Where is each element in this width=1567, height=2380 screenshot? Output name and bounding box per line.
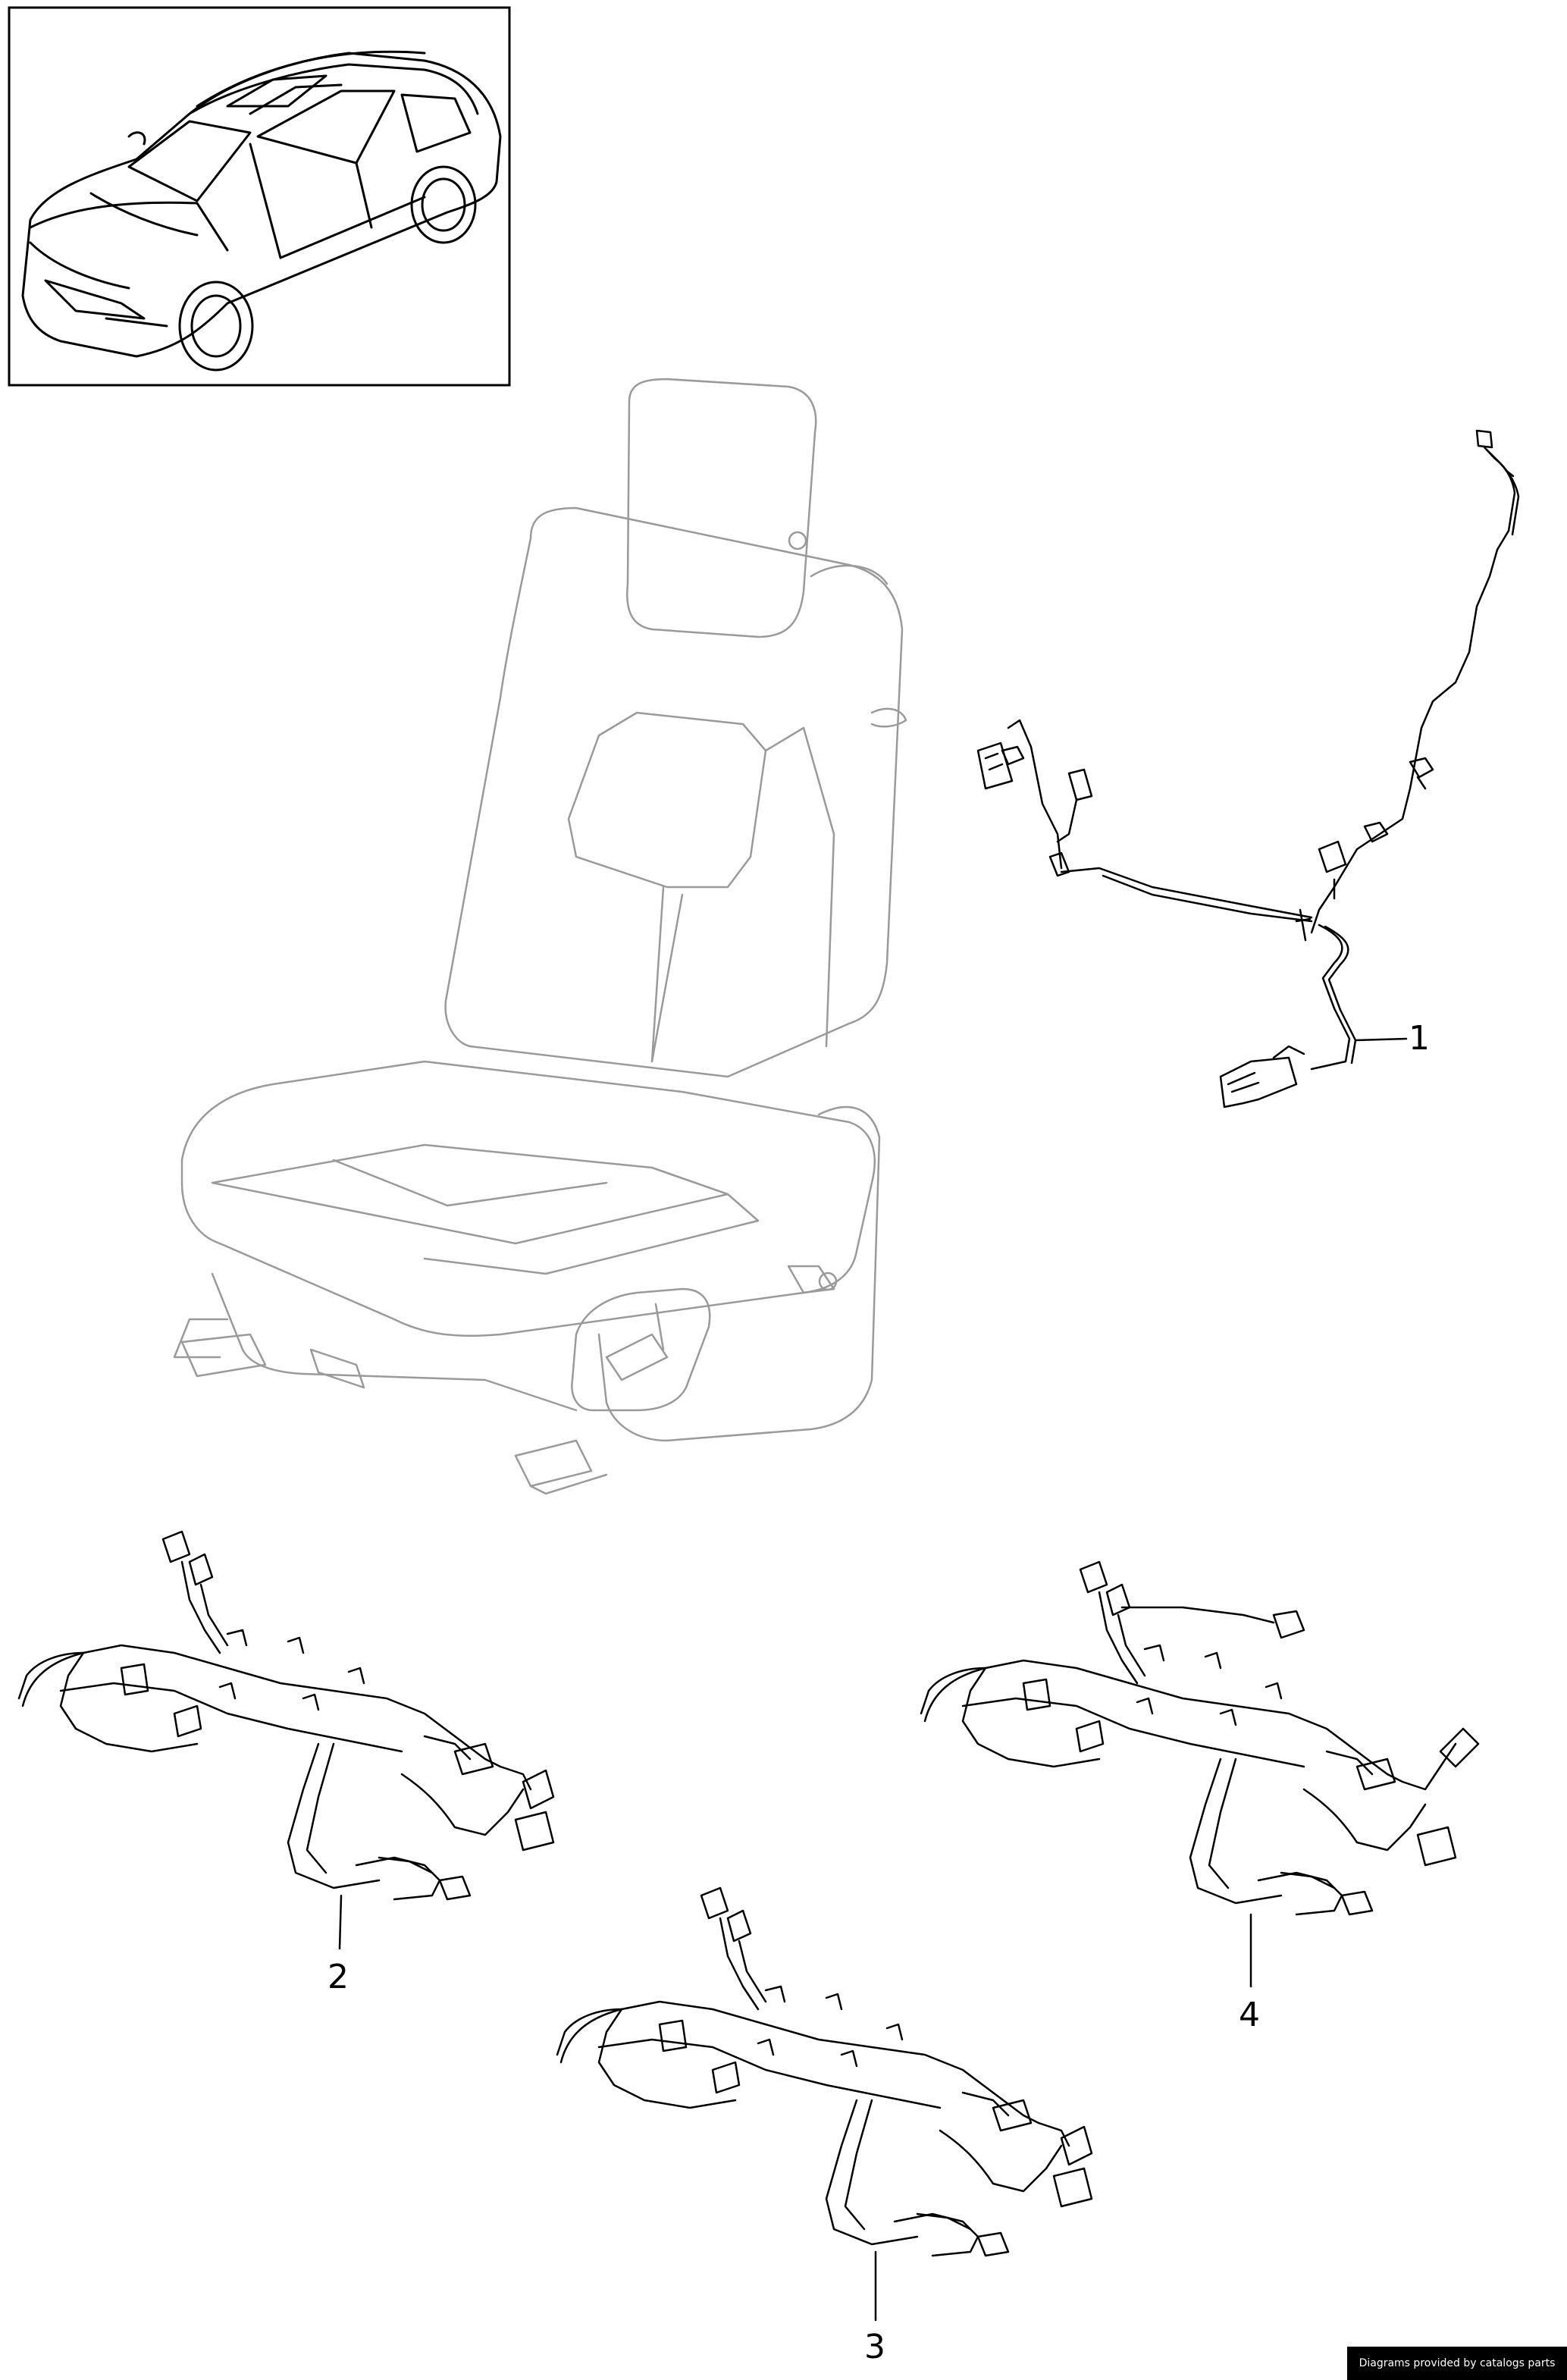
callout-2: 2 xyxy=(328,1958,349,1996)
harness-part-1 xyxy=(976,429,1520,1108)
seat-illustration xyxy=(173,378,907,1495)
callout-3: 3 xyxy=(864,2328,885,2366)
vehicle-thumbnail xyxy=(8,6,511,387)
thumbnail-frame xyxy=(8,6,511,387)
suv-illustration xyxy=(21,50,502,372)
harness-part-4 xyxy=(920,1560,1480,1988)
callout-1: 1 xyxy=(1409,1019,1430,1058)
callout-4: 4 xyxy=(1239,1996,1260,2034)
credit-footer: Diagrams provided by catalogs parts xyxy=(1347,2347,1567,2380)
credit-text: Diagrams provided by catalogs parts xyxy=(1359,2357,1556,2369)
harness-part-3 xyxy=(556,1886,1093,2322)
harness-part-2 xyxy=(17,1530,555,1950)
